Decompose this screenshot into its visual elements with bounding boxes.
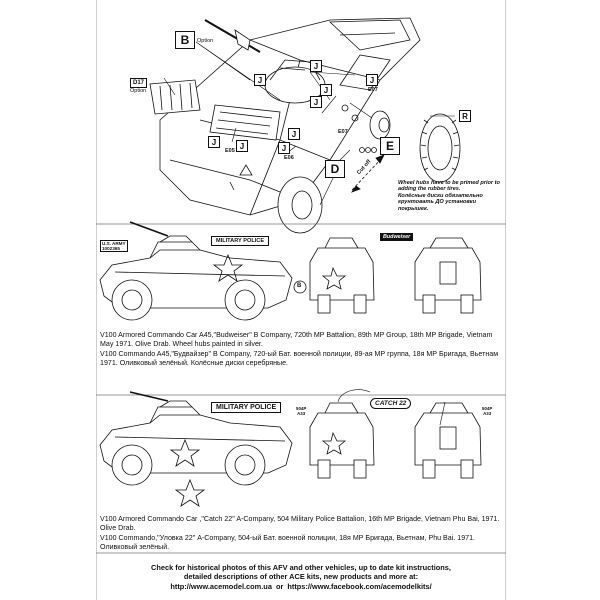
callout-r: R — [459, 110, 471, 122]
budweiser-sign: Budweiser — [380, 233, 414, 241]
assembly-vehicle-drawing — [149, 17, 461, 234]
footer-or: or — [275, 581, 284, 591]
callout-j-8: J — [288, 128, 300, 140]
callout-e-label: E — [385, 139, 394, 153]
callout-j-4: J — [366, 74, 378, 86]
callout-j-1: J — [254, 74, 266, 86]
military-police-sign-2: MILITARY POLICE — [211, 402, 282, 413]
vehicle-code-right-line2: A33 — [483, 411, 492, 416]
caption-catch22-ru: V100 Commando,"Уловка 22" A-Company, 504… — [100, 533, 476, 552]
callout-j-3: J — [320, 84, 332, 96]
callout-d17-label: D17 — [133, 80, 145, 86]
vehicle-code-right: 504P A33 — [482, 406, 492, 416]
wheel-hub-note-en: Wheel hubs have to be primed prior to ad… — [398, 180, 500, 193]
callout-d: D — [325, 160, 345, 178]
callout-j-label: J — [239, 141, 245, 151]
vehicle-profile-catch22 — [99, 389, 482, 507]
callout-j-label: J — [323, 85, 329, 95]
caption-catch22-en: V100 Armored Commando Car ,"Catch 22" A-… — [100, 515, 500, 533]
vehicle-profile-budweiser — [99, 221, 482, 321]
callout-b: B — [175, 31, 195, 49]
callout-j-label: J — [257, 75, 263, 85]
vehicle-code-left: 504P A33 — [296, 406, 306, 416]
caption-budweiser: V100 Armored Commando Car A45,"Budweiser… — [100, 331, 502, 369]
acemodel-site-link[interactable]: http://www.acemodel.com.ua — [170, 581, 272, 591]
vehicle-code-right-line1: 504P — [482, 406, 493, 411]
label-e07-1: E07 — [368, 87, 378, 93]
callout-j-label: J — [313, 97, 319, 107]
callout-b-small: B — [297, 283, 302, 289]
callout-j-label: J — [281, 143, 287, 153]
option-d17-label: Option — [130, 88, 147, 94]
caption-catch22: V100 Armored Commando Car ,"Catch 22" A-… — [100, 515, 502, 553]
vehicle-code-left-line1: 504P — [296, 406, 307, 411]
us-army-text: U.S. ARMY — [102, 241, 126, 246]
callout-e: E — [380, 137, 400, 155]
option-b-label: Option — [197, 38, 214, 44]
callout-b-label: B — [180, 33, 190, 47]
us-army-number: 1002365 — [102, 246, 120, 251]
label-e05: E05 — [225, 148, 235, 154]
vehicle-code-left-line2: A33 — [297, 411, 306, 416]
catch-22-sign: CATCH 22 — [370, 398, 412, 409]
callout-j-2: J — [310, 60, 322, 72]
label-e07-2: E07 — [338, 129, 348, 135]
caption-budweiser-ru: V100 Commando A45,"Будвайзер" B Company,… — [100, 349, 499, 368]
military-police-sign-1: MILITARY POLICE — [211, 236, 270, 246]
footer: Check for historical photos of this AFV … — [96, 563, 506, 591]
footer-line-1: Check for historical photos of this AFV … — [151, 563, 451, 572]
callout-d17: D17 — [130, 78, 148, 88]
facebook-link[interactable]: https://www.facebook.com/acemodelkits/ — [287, 581, 432, 591]
callout-j-label: J — [211, 137, 217, 147]
callout-j-label: J — [313, 61, 319, 71]
callout-j-label: J — [291, 129, 297, 139]
label-e06: E06 — [284, 155, 294, 161]
caption-budweiser-en: V100 Armored Commando Car A45,"Budweiser… — [100, 331, 493, 349]
us-army-marking: U.S. ARMY 1002365 — [100, 240, 128, 252]
callout-j-5: J — [310, 96, 322, 108]
footer-urls: http://www.acemodel.com.ua or https://ww… — [96, 582, 506, 591]
footer-line-2: detailed descriptions of other ACE kits,… — [183, 572, 419, 582]
wheel-hub-note: Wheel hubs have to be primed prior to ad… — [398, 180, 502, 212]
callout-r-label: R — [462, 111, 468, 121]
callout-j-9: J — [278, 142, 290, 154]
callout-d-label: D — [330, 162, 340, 176]
sheet-frame — [96, 0, 506, 600]
callout-j-7: J — [236, 140, 248, 152]
wheel-hub-note-ru: Колёсные диски обязательно грунтовать ДО… — [398, 192, 483, 212]
callout-j-label: J — [369, 75, 375, 85]
callout-j-6: J — [208, 136, 220, 148]
